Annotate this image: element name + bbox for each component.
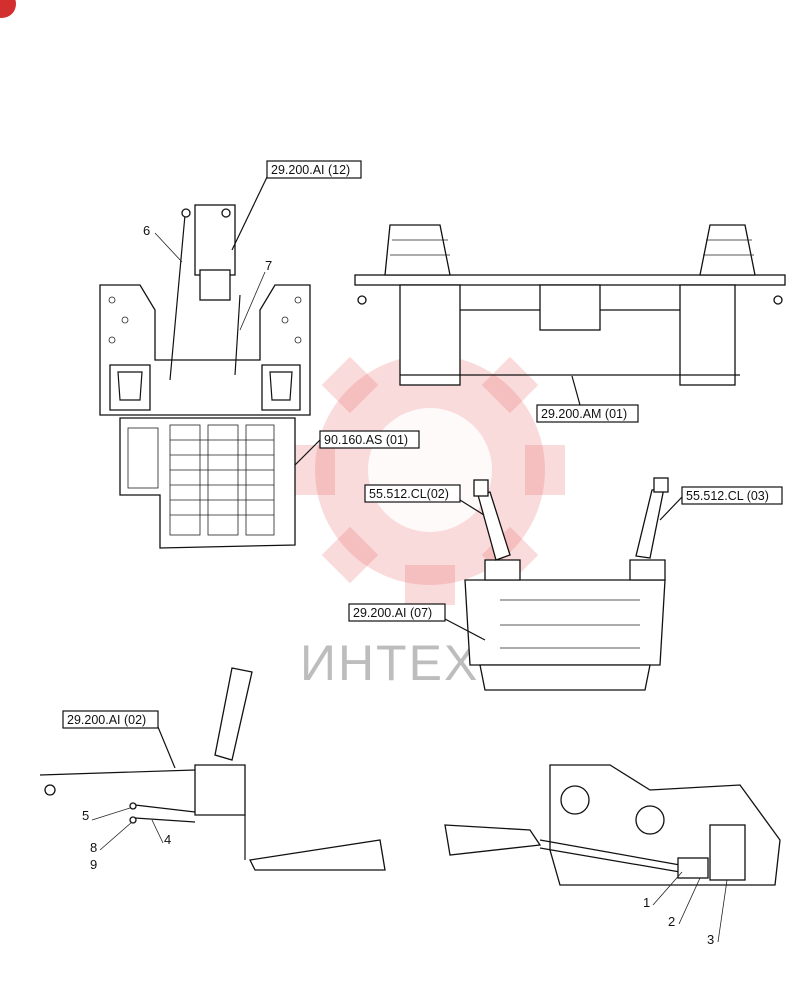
svg-text:55.512.CL (03): 55.512.CL (03) <box>686 489 769 503</box>
svg-text:4: 4 <box>164 832 171 847</box>
svg-text:29.200.AM (01): 29.200.AM (01) <box>541 407 627 421</box>
callout-55-512-cl-02: 55.512.CL(02) <box>364 484 485 516</box>
item-number-7: 7 <box>239 258 272 331</box>
callout-29-200-ai-12: 29.200.AI (12) <box>231 160 362 251</box>
item-number-5: 5 <box>82 807 131 823</box>
corner-badge-icon <box>0 0 16 18</box>
callout-90-160-as-01: 90.160.AS (01) <box>294 430 420 466</box>
callout-29-200-am-01: 29.200.AM (01) <box>536 375 639 423</box>
item-number-6: 6 <box>143 223 183 263</box>
callout-29-200-ai-07: 29.200.AI (07) <box>348 603 486 641</box>
svg-text:29.200.AI (07): 29.200.AI (07) <box>353 606 432 620</box>
item-number-4: 4 <box>151 819 171 847</box>
svg-text:29.200.AI (02): 29.200.AI (02) <box>67 713 146 727</box>
item-number-1: 1 <box>643 871 683 910</box>
item-number-3: 3 <box>707 879 728 947</box>
assembly-pedal-linkage <box>444 764 781 886</box>
item-number-2: 2 <box>668 877 701 929</box>
svg-text:1: 1 <box>643 895 650 910</box>
watermark-text: ИНТЕХ <box>300 635 479 691</box>
callout-29-200-ai-02: 29.200.AI (02) <box>62 710 176 769</box>
svg-text:3: 3 <box>707 932 714 947</box>
svg-text:55.512.CL(02): 55.512.CL(02) <box>369 487 449 501</box>
assembly-control-linkage <box>354 224 786 386</box>
svg-text:7: 7 <box>265 258 272 273</box>
svg-text:2: 2 <box>668 914 675 929</box>
svg-text:90.160.AS (01): 90.160.AS (01) <box>324 433 408 447</box>
callout-55-512-cl-03: 55.512.CL (03) <box>659 486 783 521</box>
item-number-9: 9 <box>90 857 97 872</box>
svg-text:6: 6 <box>143 223 150 238</box>
svg-text:8: 8 <box>90 840 97 855</box>
item-number-8: 8 <box>90 821 133 855</box>
svg-text:29.200.AI (12): 29.200.AI (12) <box>271 163 350 177</box>
assembly-seat-frame <box>99 204 311 549</box>
assembly-joystick-console <box>464 477 669 691</box>
svg-text:5: 5 <box>82 808 89 823</box>
assembly-lever-side <box>39 667 386 871</box>
